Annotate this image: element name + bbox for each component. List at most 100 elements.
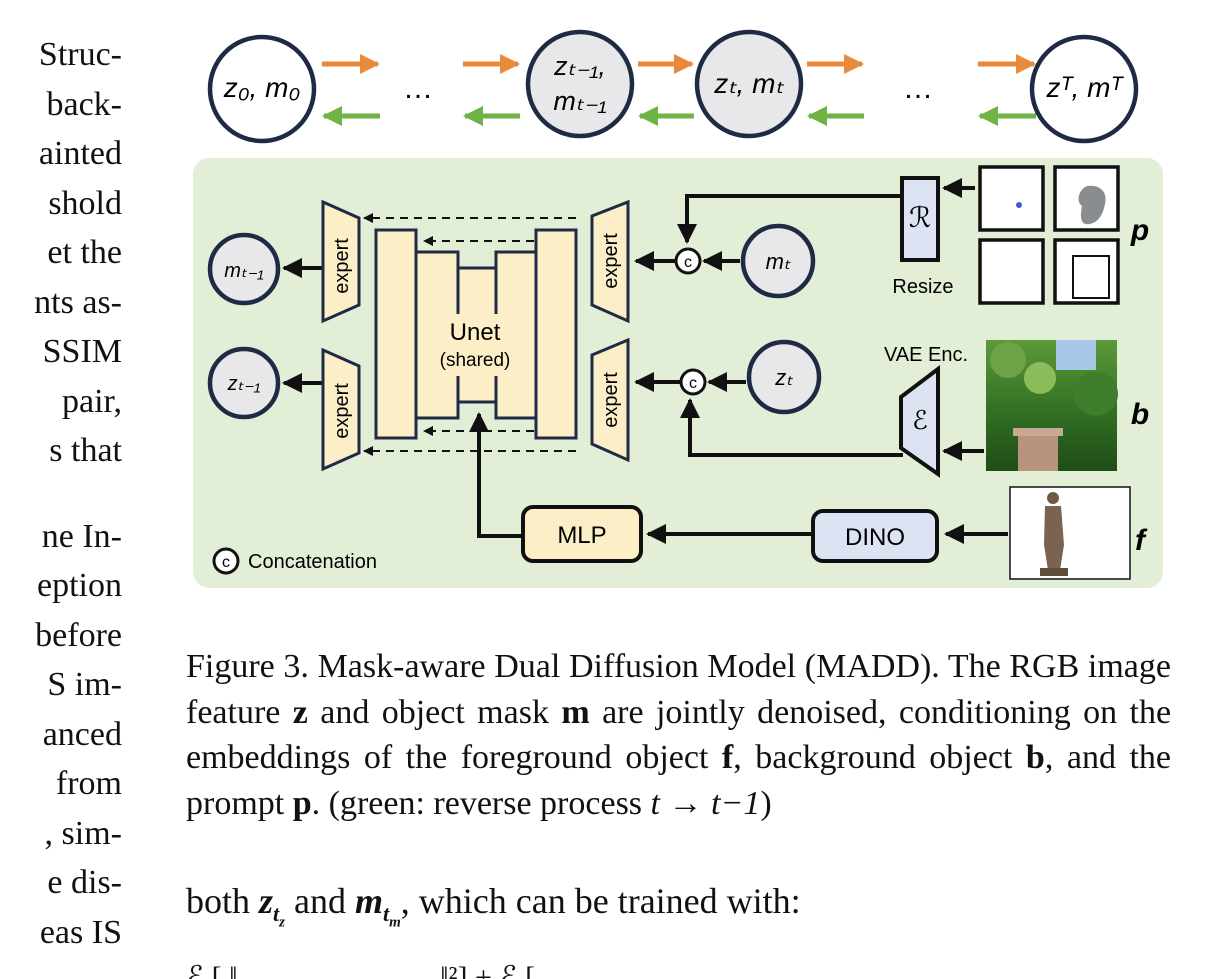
prompt-thumbnails xyxy=(978,165,1120,305)
left-line: et the xyxy=(47,234,122,271)
arrow-resize-to-concat xyxy=(677,194,902,244)
pedestal xyxy=(1018,434,1058,471)
madd-figure: z₀, m₀ … zₜ₋₁, mₜ₋₁ zₜ, mₜ … zᵀ, mᵀ mₜ₋₁… xyxy=(193,29,1163,588)
arrow-encoder-to-concat xyxy=(680,398,903,457)
node-z0-m0-label: z₀, m₀ xyxy=(223,72,301,103)
left-line: ne In- xyxy=(41,517,122,555)
expert-label: expert xyxy=(600,372,622,428)
body-subsub-m: m xyxy=(389,914,401,931)
caption-t-from: t xyxy=(650,784,660,822)
diffusion-chain: z₀, m₀ … zₜ₋₁, mₜ₋₁ zₜ, mₜ … zᵀ, mᵀ xyxy=(207,29,1139,144)
node-prev-label-2: mₜ₋₁ xyxy=(553,86,606,116)
resize-symbol: ℛ xyxy=(909,202,931,233)
body-prefix: both xyxy=(186,881,251,921)
expert-label: expert xyxy=(331,238,353,294)
legend-concat-symbol: c xyxy=(222,554,230,571)
node-t-label: zₜ, mₜ xyxy=(713,68,784,99)
expert-label: expert xyxy=(600,233,622,289)
left-line: anced xyxy=(42,715,122,753)
decoder-expert-mask xyxy=(321,199,361,324)
node-last-label: zᵀ, mᵀ xyxy=(1045,72,1124,103)
foliage xyxy=(1074,372,1118,416)
left-line: eas IS xyxy=(39,913,122,951)
encoder-expert-z xyxy=(590,337,630,463)
left-line: e dis- xyxy=(47,864,122,901)
caption-symbol-p: p xyxy=(292,784,312,822)
caption-text: are jointly denoised, conditioning on th… xyxy=(186,693,1172,777)
decoder-expert-z xyxy=(321,347,361,472)
pedestal-top xyxy=(1013,428,1063,436)
unet: Unet (shared) xyxy=(374,228,578,440)
left-line: , sim- xyxy=(44,814,122,852)
input-z-node xyxy=(746,339,822,415)
ellipsis: … xyxy=(903,72,933,105)
left-line: back- xyxy=(46,85,122,123)
output-mask-label: mₜ₋₁ xyxy=(224,260,263,282)
left-line: S im- xyxy=(47,666,122,703)
foreground-letter: f xyxy=(1135,524,1148,557)
body-symbol-m: m xyxy=(354,881,383,921)
background-image xyxy=(986,340,1118,471)
concat-circle xyxy=(674,247,702,275)
node-z0-m0 xyxy=(207,34,317,144)
body-and: and xyxy=(294,881,346,921)
legend-concat-icon xyxy=(212,547,240,575)
resize-label: Resize xyxy=(892,276,953,298)
body-suffix: , which can be trained with: xyxy=(400,881,801,921)
caption-symbol-b: b xyxy=(1025,739,1045,776)
caption-text: ) xyxy=(760,784,772,822)
unet-block xyxy=(534,228,578,440)
left-line: nts as- xyxy=(34,283,122,321)
foliage xyxy=(990,342,1026,378)
input-z-label: zₜ xyxy=(774,365,793,390)
caption-text: , and the prompt xyxy=(186,739,1172,822)
caption-text: . (green: reverse process xyxy=(311,784,643,822)
mask-blob xyxy=(1078,185,1106,225)
prompt-point xyxy=(978,165,1045,232)
left-line: pair, xyxy=(62,382,122,420)
arrow-mlp-to-unet xyxy=(469,412,523,538)
caption-symbol-m: m xyxy=(561,693,590,731)
dino-label: DINO xyxy=(845,524,905,551)
concat-symbol: c xyxy=(684,254,692,271)
unet-label-bg xyxy=(420,314,532,376)
output-z-label: zₜ₋₁ xyxy=(227,373,261,395)
statue-figure xyxy=(1040,492,1068,576)
bbox-marker xyxy=(1072,255,1110,299)
caption-label: Figure 3. xyxy=(186,648,309,685)
left-line: Struc- xyxy=(38,36,122,73)
left-column-text: Struc- back- ainted shold et the nts as-… xyxy=(0,30,122,957)
mlp-label: MLP xyxy=(557,522,606,549)
paragraph-gap xyxy=(0,476,122,512)
unet-subtitle: (shared) xyxy=(440,350,511,371)
output-mask-node xyxy=(207,232,281,306)
prompt-empty xyxy=(978,238,1045,305)
node-prev xyxy=(525,29,635,139)
unet-block xyxy=(374,228,418,440)
foliage xyxy=(1024,362,1056,394)
left-line: from xyxy=(55,765,122,802)
prompt-box xyxy=(1053,238,1120,305)
left-line: SSIM xyxy=(42,333,122,370)
node-prev-label-1: zₜ₋₁, xyxy=(553,51,606,81)
caption-text: and object mask xyxy=(320,693,549,731)
concat-circle xyxy=(679,368,707,396)
expert-label: expert xyxy=(331,383,353,439)
input-mask-node xyxy=(740,223,816,299)
point-marker xyxy=(1016,202,1022,208)
foreground-image xyxy=(1009,486,1131,580)
left-line: s that xyxy=(49,432,122,469)
encoder-symbol: ℰ xyxy=(912,405,928,435)
encoder-expert-mask xyxy=(590,199,630,324)
concat-symbol: c xyxy=(689,375,697,392)
sky-patch xyxy=(1056,340,1096,370)
left-line: shold xyxy=(48,184,122,222)
unet-title: Unet xyxy=(450,319,501,346)
body-text-line: both ztz and mtm, which can be trained w… xyxy=(186,880,801,932)
vae-encoder xyxy=(899,364,940,478)
body-sub: tm xyxy=(383,901,401,930)
caption-text: Mask-aware Dual Diffusion Model (MADD). … xyxy=(186,648,1171,731)
background-letter: b xyxy=(1131,398,1149,431)
body-sub: tz xyxy=(273,901,285,930)
ellipsis: … xyxy=(403,72,433,105)
